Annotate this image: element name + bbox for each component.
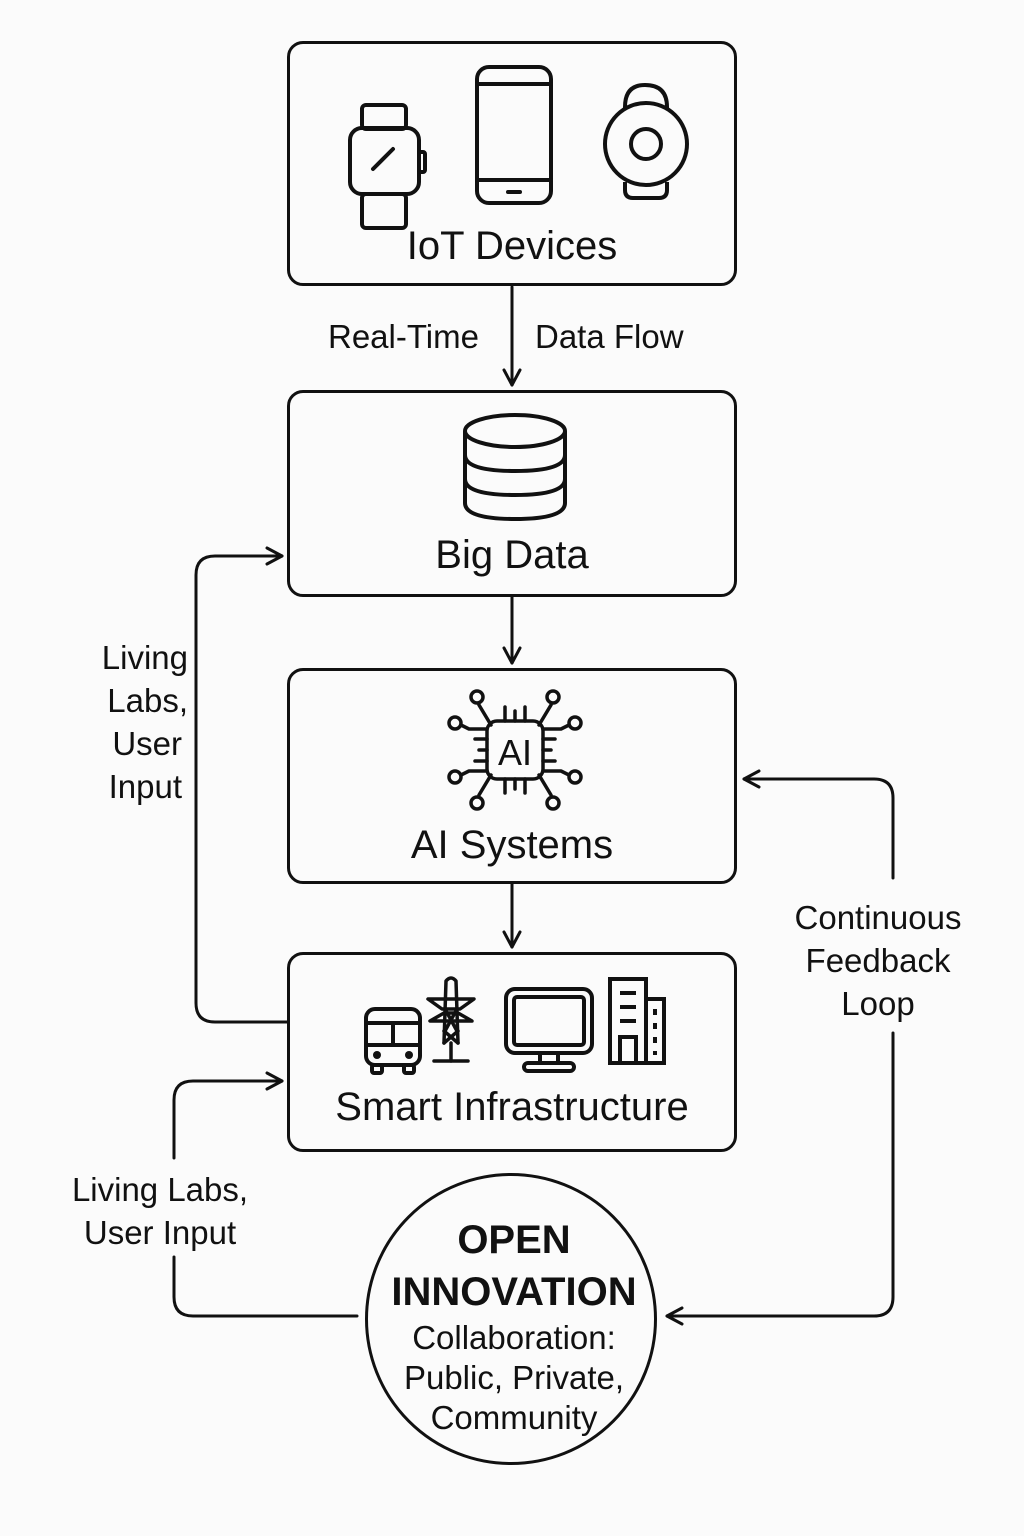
edge-label-feedback-line3: Loop: [841, 985, 915, 1022]
arrow-feedback-to-open-innovation: [665, 1031, 895, 1326]
arrow-infra-to-bigdata: [194, 546, 289, 1024]
node-open-innovation-text: OPEN INNOVATION Collaboration: Public, P…: [365, 1214, 663, 1438]
edge-label-living-labs-upper-line3: User: [112, 725, 182, 762]
node-ai-systems-label: AI Systems: [410, 823, 614, 867]
edge-label-data-flow: Data Flow: [535, 318, 684, 355]
smartwatch-icon: [348, 103, 427, 230]
ai-chip-text: AI: [498, 732, 532, 773]
building-icon: [608, 977, 666, 1065]
edge-label-feedback-line1: Continuous: [794, 899, 962, 936]
open-innovation-sub-line2: Public, Private,: [403, 1359, 625, 1396]
open-innovation-title-line2: INNOVATION: [391, 1270, 637, 1314]
edge-label-living-labs-upper: Living Labs, User Input: [68, 636, 188, 808]
arrow-open-innovation-to-infra-lower: [172, 1255, 359, 1318]
ai-chip-icon: AI: [447, 689, 583, 811]
arrow-feedback-to-ai: [742, 769, 895, 880]
wearable-sensor-icon: [603, 83, 689, 200]
node-big-data-label: Big Data: [435, 533, 589, 577]
open-innovation-sub-line3: Community: [430, 1399, 598, 1436]
open-innovation-title-line1: OPEN: [457, 1218, 571, 1262]
database-icon: [463, 413, 567, 522]
node-iot-devices-label: IoT Devices: [406, 224, 618, 268]
edge-label-feedback-loop: Continuous Feedback Loop: [768, 896, 988, 1025]
power-pylon-icon: [426, 976, 476, 1063]
edge-label-living-labs-upper-line4: Input: [108, 768, 182, 805]
edge-label-real-time: Real-Time: [328, 318, 479, 355]
node-big-data: Big Data: [287, 390, 737, 597]
edge-label-feedback-line2: Feedback: [805, 942, 951, 979]
bus-icon: [364, 1007, 422, 1075]
node-smart-infrastructure-label: Smart Infrastructure: [335, 1085, 689, 1129]
node-smart-infrastructure: Smart Infrastructure: [287, 952, 737, 1152]
monitor-icon: [504, 987, 594, 1073]
node-iot-devices: IoT Devices: [287, 41, 737, 286]
edge-label-living-labs-upper-line2: Labs,: [107, 682, 188, 719]
arrow-open-innovation-to-infra-upper: [172, 1071, 284, 1160]
smartphone-icon: [475, 65, 553, 205]
edge-label-living-labs-lower: Living Labs, User Input: [40, 1168, 280, 1254]
node-ai-systems: AI AI Systems: [287, 668, 737, 884]
edge-label-living-labs-lower-line1: Living Labs,: [71, 1171, 249, 1208]
edge-label-living-labs-lower-line2: User Input: [83, 1214, 237, 1251]
edge-label-living-labs-upper-line1: Living: [101, 639, 188, 676]
open-innovation-sub-line1: Collaboration:: [412, 1319, 616, 1356]
node-open-innovation: [365, 1173, 657, 1465]
